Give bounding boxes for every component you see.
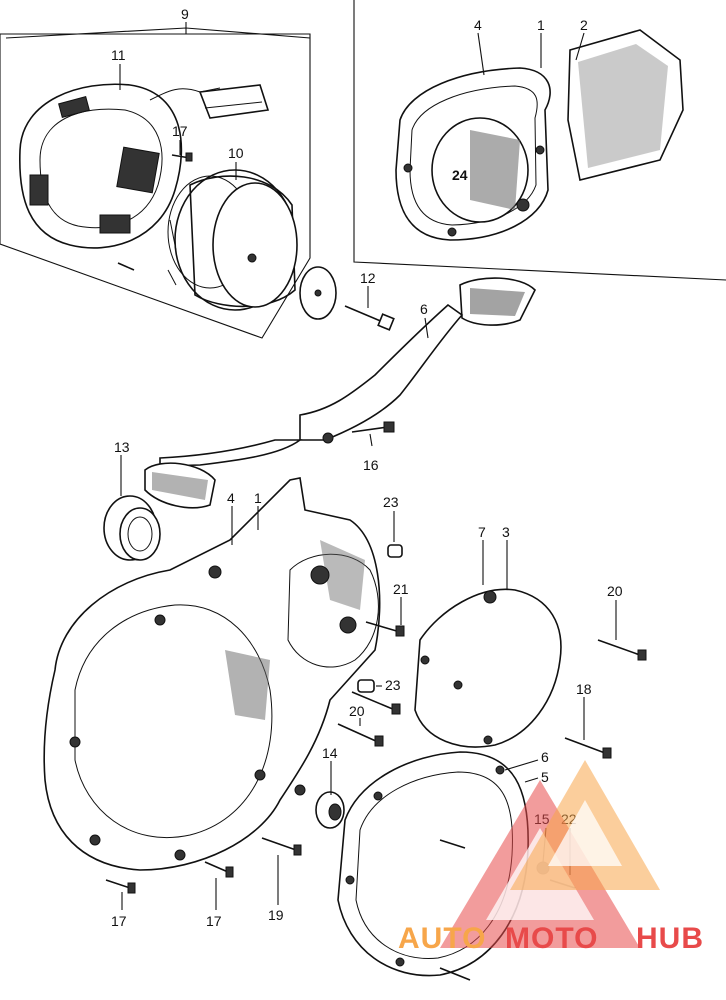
stator-part: [18, 83, 270, 249]
callout-17-mid: 17: [206, 913, 222, 929]
callout-1-lower: 1: [254, 490, 262, 506]
watermark-word-moto: MOTO: [505, 922, 598, 955]
automotohub-logo: AUTO MOTO HUB: [398, 760, 704, 955]
callout-18: 18: [576, 681, 592, 697]
callout-labels: 9 11 17 10 12 4 1 2 6 13 16 4 1 23 7 3 2…: [111, 6, 623, 929]
bolt-17-inset: [117, 152, 193, 271]
callout-23-upper: 23: [383, 494, 399, 510]
crankcase-cover-main: [43, 477, 381, 871]
upper-cover-assembly: 24: [395, 29, 684, 241]
rotor-part: [167, 169, 298, 311]
callout-9: 9: [181, 6, 189, 22]
watermark-word-hub: HUB: [636, 922, 704, 955]
callout-10: 10: [228, 145, 244, 161]
oil-seal-13: [103, 495, 161, 561]
inset-frame-cover: [353, 0, 726, 281]
bolt-16: [351, 421, 395, 433]
bolts-right: [564, 639, 647, 759]
bolts-center: [337, 621, 405, 747]
inset-frame-generator: [0, 22, 311, 339]
callout-7: 7: [478, 524, 486, 540]
callout-17-inset: 17: [172, 123, 188, 139]
dowel-pins-23: [357, 544, 403, 693]
callout-11: 11: [111, 47, 126, 63]
callout-19: 19: [268, 907, 284, 923]
callout-5: 5: [541, 769, 549, 785]
callout-21: 21: [393, 581, 409, 597]
callout-12: 12: [360, 270, 376, 286]
callout-20-center: 20: [349, 703, 365, 719]
callout-14: 14: [322, 745, 338, 761]
bolts-bottom: [105, 837, 302, 894]
leader-lines: [119, 32, 617, 910]
callout-20-right: 20: [607, 583, 623, 599]
callout-6-cover: 6: [541, 749, 549, 765]
callout-2: 2: [580, 17, 588, 33]
callout-4-lower: 4: [227, 490, 235, 506]
callout-23-lower: 23: [385, 677, 401, 693]
callout-1-upper: 1: [537, 17, 545, 33]
washer-bolt-12: [299, 266, 395, 331]
callout-3: 3: [502, 524, 510, 540]
callout-6-lever: 6: [420, 301, 428, 317]
callout-17-left: 17: [111, 913, 127, 929]
callout-13: 13: [114, 439, 130, 455]
bushing-14: [315, 791, 345, 829]
callout-16: 16: [363, 457, 379, 473]
side-cover-3: [414, 588, 562, 748]
cover-number-text: 24: [452, 167, 468, 183]
watermark-word-auto: AUTO: [398, 922, 486, 955]
kick-lever-6: [144, 277, 536, 509]
callout-4-upper: 4: [474, 17, 482, 33]
